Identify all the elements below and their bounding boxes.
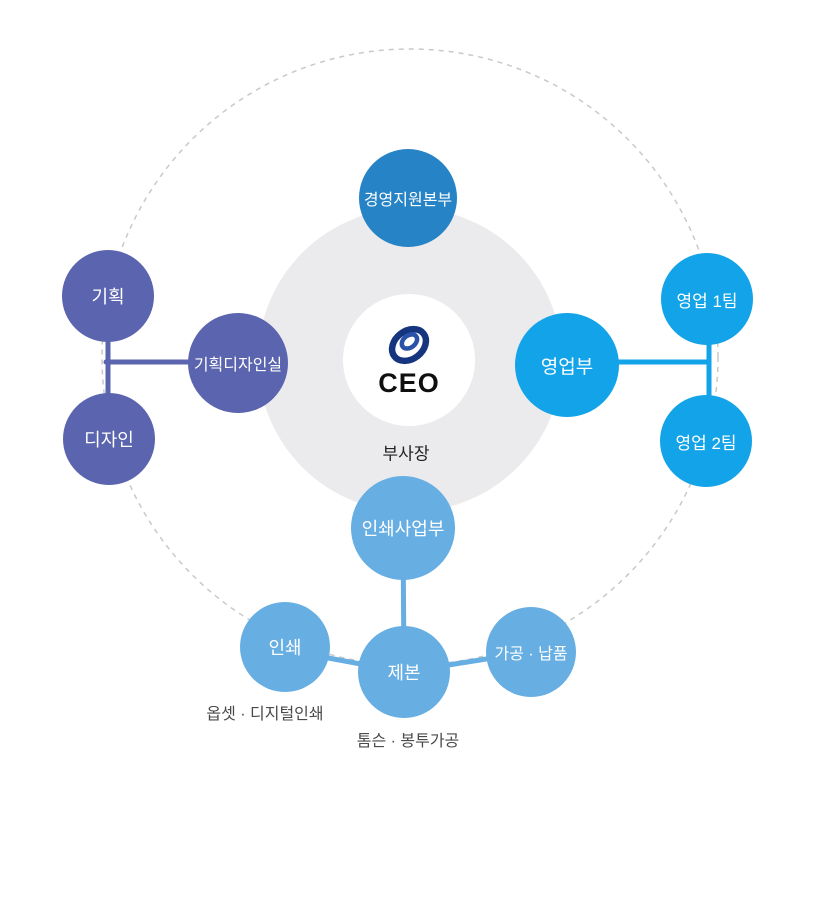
node-sales-dept: 영업부 — [515, 313, 619, 417]
node-sales-team2-label: 영업 2팀 — [675, 433, 737, 453]
node-planning-design-office-label: 기획디자인실 — [193, 357, 283, 374]
node-binding-label: 제본 — [387, 663, 421, 683]
node-planning: 기획 — [62, 250, 154, 342]
node-planning-design-office: 기획디자인실 — [188, 313, 288, 413]
node-processing-delivery: 가공 · 납품 — [486, 607, 576, 697]
ceo-label: CEO — [378, 368, 440, 398]
node-management-division: 경영지원본부 — [359, 149, 457, 247]
node-print-division: 인쇄사업부 — [351, 476, 455, 580]
node-print-division-label: 인쇄사업부 — [361, 519, 445, 539]
print-note-label: 옵셋 · 디지털인쇄 — [206, 706, 324, 723]
node-design: 디자인 — [63, 393, 155, 485]
node-binding: 제본 — [358, 626, 450, 718]
node-print-label: 인쇄 — [268, 638, 302, 658]
node-print: 인쇄 — [240, 602, 330, 692]
node-planning-label: 기획 — [91, 287, 125, 307]
company-swirl-logo-icon — [388, 325, 430, 365]
node-sales-team2: 영업 2팀 — [660, 395, 752, 487]
logo-inner-swirl — [399, 332, 420, 351]
node-processing-delivery-label: 가공 · 납품 — [494, 646, 568, 663]
node-design-label: 디자인 — [84, 430, 134, 450]
ceo-center-circle: CEO — [343, 294, 475, 426]
vice-president-label: 부사장 — [382, 444, 430, 464]
node-management-label: 경영지원본부 — [363, 192, 453, 209]
node-sales-dept-label: 영업부 — [540, 356, 594, 378]
node-sales-team1: 영업 1팀 — [661, 253, 753, 345]
node-sales-team1-label: 영업 1팀 — [676, 291, 738, 311]
logo-outer-ring — [388, 325, 430, 365]
binding-note-label: 톰슨 · 봉투가공 — [356, 733, 460, 750]
